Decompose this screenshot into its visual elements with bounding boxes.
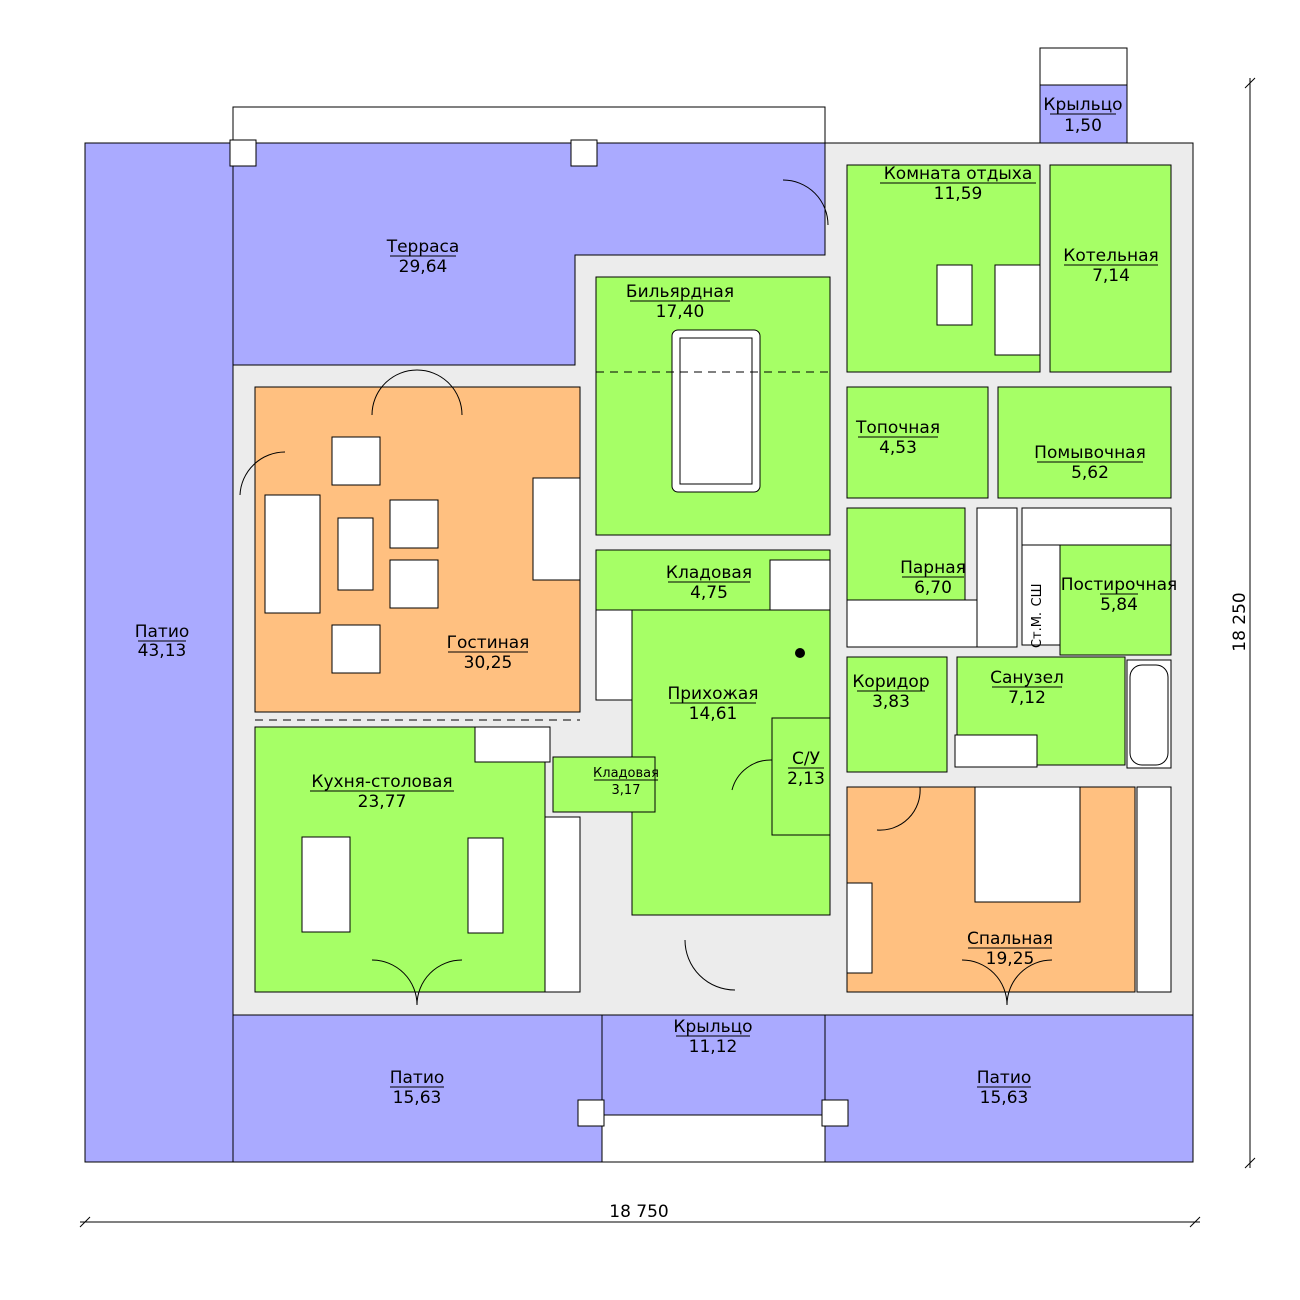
svg-text:4,53: 4,53 bbox=[879, 438, 917, 458]
svg-text:5,84: 5,84 bbox=[1100, 595, 1138, 615]
doors bbox=[239, 179, 1053, 1006]
svg-text:Кладовая: Кладовая bbox=[593, 766, 659, 781]
svg-text:Патио: Патио bbox=[977, 1068, 1032, 1088]
svg-text:17,40: 17,40 bbox=[656, 302, 705, 322]
svg-text:14,61: 14,61 bbox=[689, 704, 738, 724]
svg-text:Топочная: Топочная bbox=[855, 418, 940, 438]
svg-text:Крыльцо: Крыльцо bbox=[1043, 95, 1122, 115]
svg-text:Постирочная: Постирочная bbox=[1061, 575, 1177, 595]
svg-text:4,75: 4,75 bbox=[690, 583, 728, 603]
room-boiler bbox=[1049, 164, 1172, 373]
svg-text:11,12: 11,12 bbox=[689, 1037, 738, 1057]
svg-text:Коридор: Коридор bbox=[852, 672, 929, 692]
patio-br-area bbox=[824, 1014, 1194, 1163]
svg-text:Спальная: Спальная bbox=[967, 929, 1053, 949]
svg-text:15,63: 15,63 bbox=[980, 1088, 1029, 1108]
svg-text:11,59: 11,59 bbox=[934, 184, 983, 204]
svg-text:Гостиная: Гостиная bbox=[447, 633, 530, 653]
svg-text:Комната отдыха: Комната отдыха bbox=[884, 164, 1033, 184]
room-wc bbox=[771, 717, 831, 836]
svg-text:Котельная: Котельная bbox=[1063, 246, 1158, 266]
svg-text:3,17: 3,17 bbox=[612, 783, 641, 798]
svg-text:Парная: Парная bbox=[900, 558, 966, 578]
room-storage2 bbox=[552, 756, 656, 813]
patio-left-area bbox=[84, 142, 234, 1163]
patio-bl-area bbox=[232, 1014, 603, 1163]
terrace-steps bbox=[232, 106, 826, 144]
room-laundry bbox=[1059, 544, 1172, 656]
svg-text:Патио: Патио bbox=[135, 622, 190, 642]
svg-text:7,14: 7,14 bbox=[1092, 266, 1130, 286]
svg-text:43,13: 43,13 bbox=[138, 641, 187, 661]
svg-text:Кладовая: Кладовая bbox=[666, 563, 752, 583]
svg-text:18 250: 18 250 bbox=[1230, 592, 1250, 651]
svg-text:19,25: 19,25 bbox=[986, 949, 1035, 969]
room-steam bbox=[846, 507, 966, 601]
svg-text:С/У: С/У bbox=[792, 749, 821, 769]
svg-text:Санузел: Санузел bbox=[990, 668, 1064, 688]
svg-text:15,63: 15,63 bbox=[393, 1088, 442, 1108]
porch-top-steps bbox=[1039, 47, 1128, 86]
svg-text:3,83: 3,83 bbox=[872, 692, 910, 712]
svg-text:Кухня-столовая: Кухня-столовая bbox=[311, 772, 452, 792]
svg-text:5,62: 5,62 bbox=[1071, 463, 1109, 483]
svg-text:Терраса: Терраса bbox=[386, 237, 460, 257]
furniture bbox=[264, 264, 1169, 974]
dimension-height: 18 250 bbox=[1230, 77, 1256, 1169]
svg-text:7,12: 7,12 bbox=[1008, 688, 1046, 708]
svg-text:Патио: Патио bbox=[390, 1068, 445, 1088]
svg-text:Крыльцо: Крыльцо bbox=[673, 1017, 752, 1037]
svg-text:Помывочная: Помывочная bbox=[1034, 443, 1146, 463]
room-corridor bbox=[846, 656, 948, 773]
svg-text:30,25: 30,25 bbox=[464, 653, 513, 673]
svg-text:6,70: 6,70 bbox=[914, 578, 952, 598]
room-furnace bbox=[846, 386, 989, 499]
svg-text:СШ: СШ bbox=[1030, 584, 1045, 607]
svg-text:18 750: 18 750 bbox=[609, 1202, 668, 1222]
svg-text:Бильярдная: Бильярдная bbox=[626, 282, 734, 302]
svg-text:Прихожая: Прихожая bbox=[667, 684, 758, 704]
svg-text:23,77: 23,77 bbox=[358, 792, 407, 812]
room-wash bbox=[997, 386, 1172, 499]
svg-text:Ст.М.: Ст.М. bbox=[1030, 612, 1045, 648]
svg-text:2,13: 2,13 bbox=[787, 769, 825, 789]
svg-text:29,64: 29,64 bbox=[399, 257, 448, 277]
porch-bottom-steps bbox=[601, 1114, 826, 1163]
svg-text:1,50: 1,50 bbox=[1064, 116, 1102, 136]
dimension-width: 18 750 bbox=[79, 1202, 1201, 1228]
